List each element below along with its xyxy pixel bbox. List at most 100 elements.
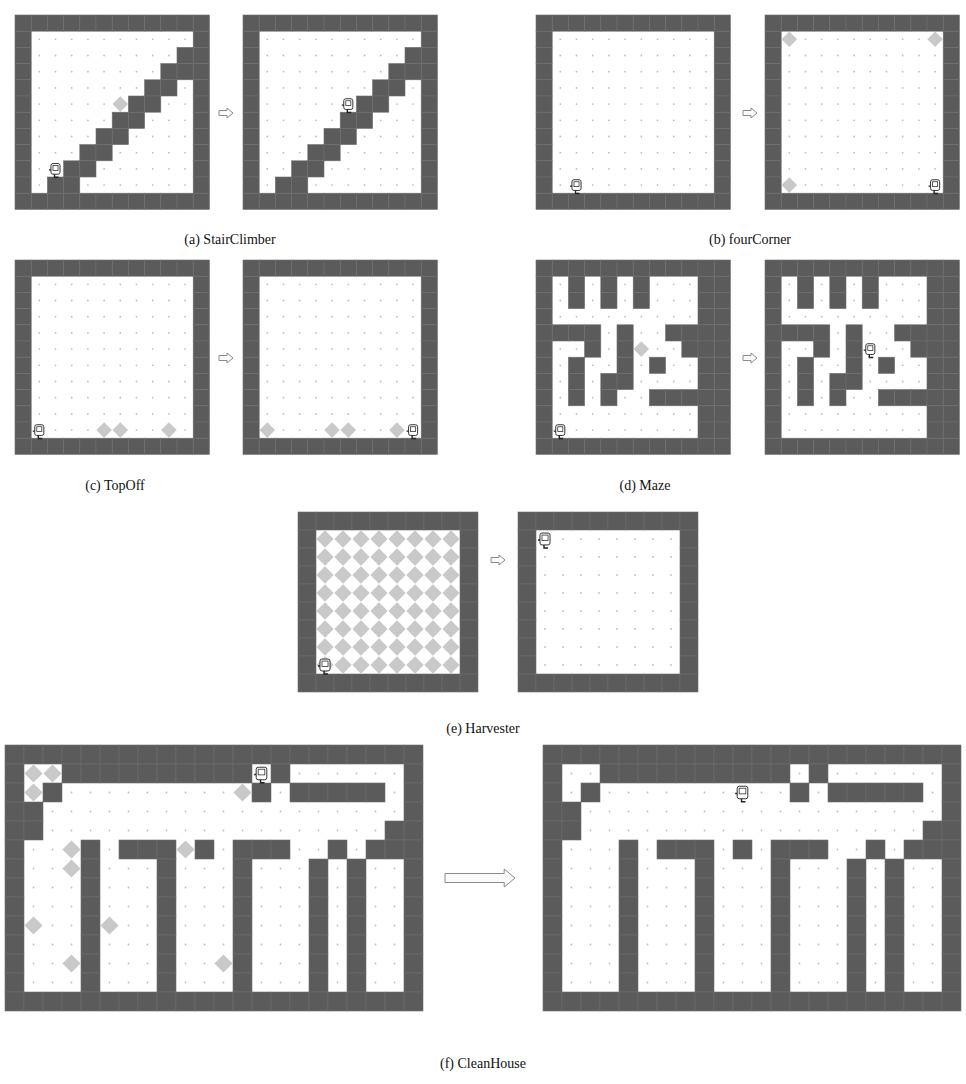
floor-dot bbox=[412, 103, 414, 105]
floor-dot bbox=[38, 38, 40, 40]
floor-dot bbox=[647, 944, 649, 946]
floor-dot bbox=[266, 136, 268, 138]
wall-cell bbox=[698, 193, 714, 209]
wall-cell bbox=[601, 292, 617, 308]
floor-dot bbox=[666, 830, 668, 832]
floor-dot bbox=[902, 103, 904, 105]
wall-cell bbox=[298, 548, 316, 566]
floor-dot bbox=[913, 868, 915, 870]
wall-cell bbox=[389, 64, 405, 80]
floor-dot bbox=[685, 811, 687, 813]
floor-dot bbox=[559, 152, 561, 154]
floor-dot bbox=[87, 87, 89, 89]
floor-dot bbox=[103, 348, 105, 350]
wall-cell bbox=[543, 954, 562, 973]
floor-dot bbox=[356, 811, 358, 813]
wall-cell bbox=[243, 128, 259, 144]
wall-cell bbox=[334, 674, 352, 692]
wall-cell bbox=[193, 96, 209, 112]
wall-cell bbox=[536, 341, 552, 357]
floor-dot bbox=[902, 119, 904, 121]
wall-cell bbox=[292, 177, 308, 193]
floor-dot bbox=[608, 87, 610, 89]
floor-dot bbox=[380, 413, 382, 415]
wall-cell bbox=[682, 15, 698, 31]
floor-dot bbox=[347, 71, 349, 73]
floor-dot bbox=[805, 168, 807, 170]
floor-dot bbox=[723, 906, 725, 908]
wall-cell bbox=[862, 292, 878, 308]
wall-cell bbox=[404, 935, 423, 954]
floor-dot bbox=[837, 348, 839, 350]
wall-cell bbox=[662, 512, 680, 530]
wall-cell bbox=[895, 260, 911, 276]
floor-dot bbox=[902, 300, 904, 302]
floor-dot bbox=[799, 963, 801, 965]
wall-cell bbox=[347, 973, 366, 992]
wall-cell bbox=[927, 373, 943, 389]
wall-cell bbox=[243, 96, 259, 112]
floor-dot bbox=[640, 152, 642, 154]
floor-dot bbox=[705, 103, 707, 105]
floor-dot bbox=[544, 556, 546, 558]
floor-dot bbox=[168, 300, 170, 302]
wall-cell bbox=[911, 390, 927, 406]
wall-cell bbox=[460, 512, 478, 530]
wall-cell bbox=[5, 973, 24, 992]
wall-cell bbox=[608, 512, 626, 530]
floor-dot bbox=[689, 283, 691, 285]
floor-dot bbox=[168, 332, 170, 334]
wall-cell bbox=[370, 674, 388, 692]
floor-dot bbox=[837, 773, 839, 775]
floor-dot bbox=[38, 103, 40, 105]
floor-dot bbox=[347, 283, 349, 285]
floor-dot bbox=[761, 811, 763, 813]
wall-cell bbox=[878, 438, 894, 454]
floor-dot bbox=[592, 364, 594, 366]
floor-dot bbox=[837, 429, 839, 431]
wall-cell bbox=[290, 992, 309, 1011]
wall-cell bbox=[161, 64, 177, 80]
wall-cell bbox=[568, 276, 584, 292]
floor-dot bbox=[331, 87, 333, 89]
floor-dot bbox=[723, 982, 725, 984]
marker-diamond bbox=[316, 548, 333, 565]
wall-cell bbox=[666, 193, 682, 209]
floor-dot bbox=[624, 152, 626, 154]
wall-cell bbox=[271, 992, 290, 1011]
floor-dot bbox=[394, 811, 396, 813]
wall-cell bbox=[814, 193, 830, 209]
floor-dot bbox=[837, 55, 839, 57]
marker-diamond bbox=[352, 566, 369, 583]
floor-dot bbox=[52, 963, 54, 965]
wall-cell bbox=[243, 145, 259, 161]
wall-cell bbox=[543, 745, 562, 764]
floor-dot bbox=[168, 136, 170, 138]
floor-dot bbox=[723, 868, 725, 870]
floor-dot bbox=[742, 963, 744, 965]
wall-cell bbox=[308, 193, 324, 209]
wall-cell bbox=[809, 992, 828, 1011]
floor-dot bbox=[375, 944, 377, 946]
floor-dot bbox=[837, 136, 839, 138]
floor-dot bbox=[283, 283, 285, 285]
wall-cell bbox=[657, 840, 676, 859]
floor-dot bbox=[742, 944, 744, 946]
wall-cell bbox=[193, 161, 209, 177]
floor-dot bbox=[204, 944, 206, 946]
wall-cell bbox=[536, 193, 552, 209]
robot-icon bbox=[407, 425, 418, 439]
wall-cell bbox=[138, 840, 157, 859]
wall-cell bbox=[927, 260, 943, 276]
floor-dot bbox=[918, 184, 920, 186]
floor-dot bbox=[55, 332, 57, 334]
wall-cell bbox=[600, 992, 619, 1011]
floor-dot bbox=[837, 906, 839, 908]
floor-dot bbox=[821, 364, 823, 366]
floor-dot bbox=[87, 316, 89, 318]
wall-cell bbox=[5, 992, 24, 1011]
floor-dot bbox=[375, 830, 377, 832]
wall-cell bbox=[243, 438, 259, 454]
floor-dot bbox=[640, 381, 642, 383]
wall-cell bbox=[885, 783, 904, 802]
